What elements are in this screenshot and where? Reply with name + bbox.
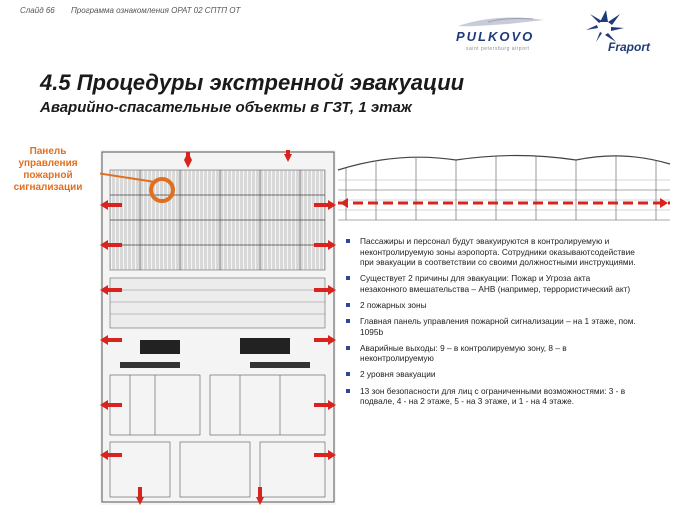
pulkovo-tagline: saint petersburg airport [466, 46, 530, 52]
pulkovo-wing-icon [458, 17, 544, 27]
bullet-square-icon [346, 239, 350, 243]
bullet-square-icon [346, 345, 350, 350]
bullet-square-icon [346, 302, 350, 307]
fraport-wordmark: Fraport [608, 40, 650, 54]
bullet-square-icon [346, 276, 350, 281]
slide-header: Слайд 66 Программа ознакомления ОРАТ 02 … [20, 6, 254, 15]
list-item: 13 зон безопасности для лиц с ограниченн… [336, 386, 636, 407]
floor-plan [100, 150, 336, 505]
page-subtitle: Аварийно-спасательные объекты в ГЗТ, 1 э… [40, 99, 412, 116]
page-title: 4.5 Процедуры экстренной эвакуации [40, 70, 465, 95]
list-item: Пассажиры и персонал будут эвакуируются … [336, 236, 636, 268]
list-item: 2 уровня эвакуации [336, 369, 636, 380]
evacuation-facts-list: Пассажиры и персонал будут эвакуируются … [336, 236, 636, 412]
pulkovo-logo: PULKOVO saint petersburg airport [448, 14, 548, 54]
bullet-square-icon [346, 372, 350, 377]
building-section [336, 140, 672, 230]
list-item: 2 пожарных зоны [336, 300, 636, 311]
fraport-star-icon [586, 10, 624, 42]
list-item: Существует 2 причины для эвакуации: Пожа… [336, 273, 636, 294]
bullet-square-icon [346, 319, 350, 324]
list-item: Аварийные выходы: 9 – в контролируемую з… [336, 343, 636, 364]
fraport-logo: Fraport [580, 8, 660, 60]
program-name: Программа ознакомления ОРАТ 02 СПТП ОТ [70, 6, 241, 15]
list-item: Главная панель управления пожарной сигна… [336, 316, 636, 337]
bullet-square-icon [346, 388, 350, 393]
slide-number: Слайд 66 [20, 6, 55, 15]
pulkovo-wordmark: PULKOVO [456, 29, 535, 44]
fire-panel-label: Панель управления пожарной сигнализации [13, 146, 83, 193]
